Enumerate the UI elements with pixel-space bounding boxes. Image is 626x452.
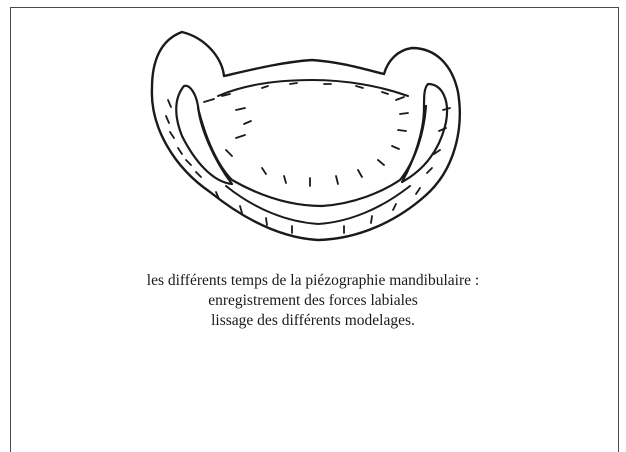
- caption-line-2: enregistrement des forces labiales: [0, 291, 626, 311]
- figure-caption: les différents temps de la piézographie …: [0, 271, 626, 331]
- caption-line-1: les différents temps de la piézographie …: [0, 271, 626, 291]
- inner-groove-line: [218, 80, 408, 96]
- caption-line-3: lissage des différents modelages.: [0, 311, 626, 331]
- outer-contour: [152, 32, 460, 240]
